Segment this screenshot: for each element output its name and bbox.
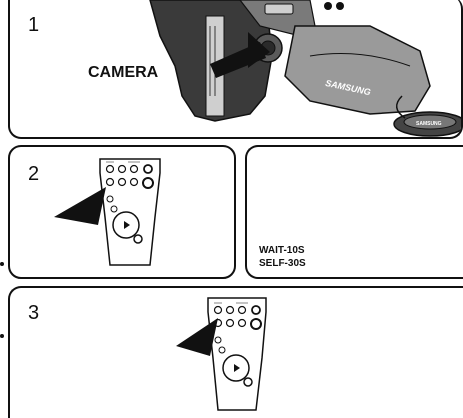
panel-step-2: 2 (8, 145, 236, 279)
camcorder-illustration: SAMSUNG SAMSUNG (10, 0, 463, 139)
edge-mark-bottom (0, 334, 4, 338)
panel-step-3: 3 (8, 286, 463, 418)
edge-mark-top (0, 262, 4, 266)
self-timer-option-self: SELF-30S (259, 258, 306, 269)
panel-step-2-display: WAIT-10S SELF-30S (245, 145, 463, 279)
pointer-arrow-icon (54, 187, 106, 225)
self-timer-option-wait: WAIT-10S (259, 245, 305, 256)
panel-step-1: 1 CAMERA SAMSUNG SAMSUNG (8, 0, 463, 139)
cap-brand-text: SAMSUNG (416, 121, 442, 127)
remote-control-illustration (10, 147, 236, 279)
remote-control-illustration (10, 288, 463, 418)
